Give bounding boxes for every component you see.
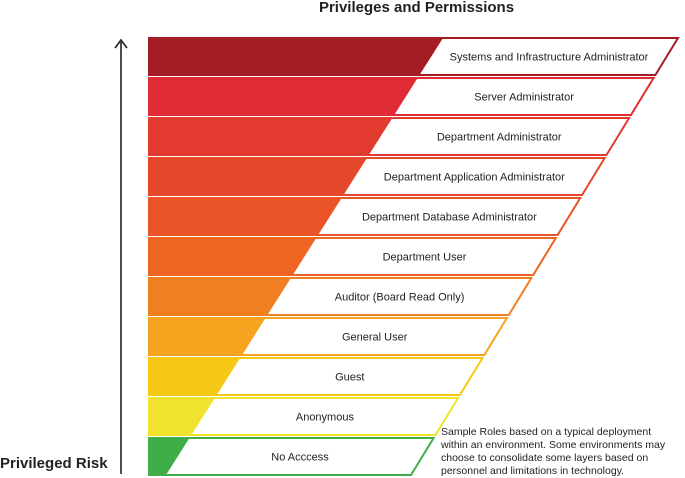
role-layer: Department Application Administrator	[148, 157, 607, 196]
role-layer-fill	[149, 278, 291, 315]
role-layer: General User	[148, 317, 509, 356]
risk-axis-arrow	[114, 38, 128, 474]
note-line: Sample Roles based on a typical deployme…	[441, 426, 652, 438]
role-layer-fill	[149, 118, 393, 155]
role-label: Auditor (Board Read Only)	[335, 292, 465, 304]
role-layer-fill	[149, 438, 190, 475]
role-layer-fill	[149, 38, 443, 75]
role-layer-fill	[149, 358, 241, 395]
role-layer: Guest	[148, 357, 485, 396]
role-layer: Systems and Infrastructure Administrator	[148, 37, 680, 76]
diagram-title: Privileges and Permissions	[318, 0, 515, 16]
note-line: choose to consolidate some layers based …	[441, 452, 649, 464]
sample-roles-note: Sample Roles based on a typical deployme…	[441, 426, 681, 478]
role-layer: Department Administrator	[148, 117, 631, 156]
role-label: Guest	[335, 372, 364, 384]
role-layer-fill	[149, 318, 266, 355]
role-label: Anonymous	[296, 412, 355, 424]
role-label: Department User	[383, 252, 467, 264]
role-layer: Department User	[148, 237, 558, 276]
role-label: Systems and Infrastructure Administrator	[450, 52, 649, 64]
role-label: Department Application Administrator	[384, 172, 565, 184]
note-line: within an environment. Some environments…	[441, 439, 666, 451]
role-layer: No Acccess	[148, 437, 436, 476]
role-layer-fill	[149, 78, 418, 115]
role-label: General User	[342, 332, 408, 344]
role-layer: Server Administrator	[148, 77, 656, 116]
role-layer: Auditor (Board Read Only)	[148, 277, 534, 316]
role-label: No Acccess	[271, 452, 329, 464]
privileged-risk-label: Privileged Risk	[0, 455, 108, 472]
role-layer: Anonymous	[148, 397, 460, 436]
role-label: Department Administrator	[437, 132, 562, 144]
role-layer-fill	[149, 238, 317, 275]
role-layer-fill	[149, 198, 342, 235]
note-line: personnel and limitations in technology.	[441, 465, 625, 477]
role-layer: Department Database Administrator	[148, 197, 583, 236]
role-layer-fill	[149, 398, 215, 435]
role-label: Department Database Administrator	[362, 212, 537, 224]
role-label: Server Administrator	[474, 92, 574, 104]
role-layer-fill	[149, 158, 367, 195]
